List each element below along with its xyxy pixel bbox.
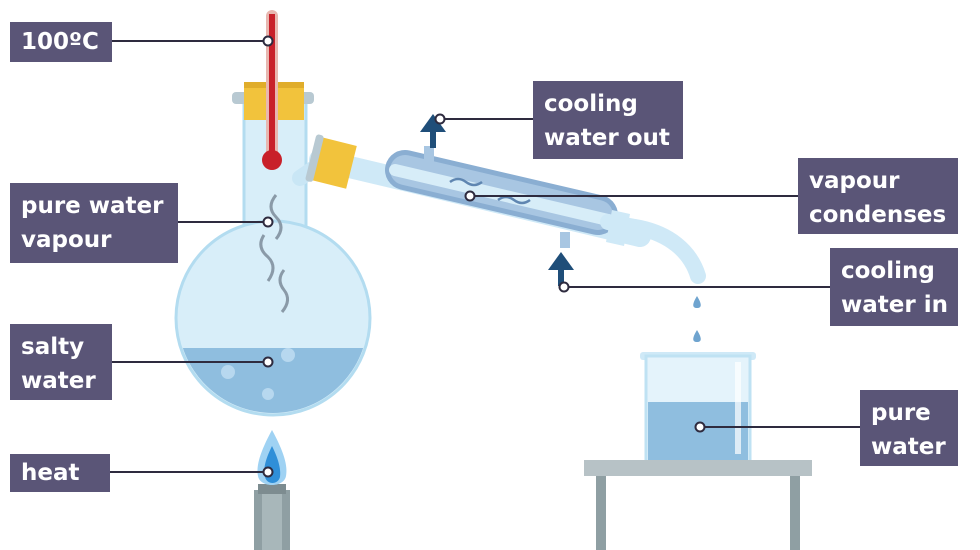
bunsen-burner bbox=[254, 484, 290, 550]
label-cooling-water-in: cooling water in bbox=[830, 248, 958, 326]
label-line: water bbox=[21, 368, 96, 394]
condenser-stopper bbox=[305, 134, 357, 189]
condenser bbox=[309, 146, 706, 284]
label-temperature-text: 100ºC bbox=[21, 29, 99, 55]
beaker bbox=[640, 352, 756, 464]
label-line: pure water bbox=[21, 193, 164, 219]
label-line: vapour bbox=[21, 227, 112, 253]
label-line: water out bbox=[544, 125, 670, 151]
label-salty-water: salty water bbox=[10, 324, 112, 400]
round-bottom-flask bbox=[174, 94, 372, 417]
label-temperature: 100ºC bbox=[10, 22, 112, 62]
label-line: pure bbox=[871, 400, 931, 426]
label-line: vapour bbox=[809, 168, 900, 194]
leader-lines bbox=[110, 35, 860, 478]
label-line: condenses bbox=[809, 202, 947, 228]
table bbox=[584, 460, 812, 550]
label-line: cooling bbox=[544, 91, 638, 117]
label-vapour-condenses: vapour condenses bbox=[798, 158, 958, 234]
label-heat: heat bbox=[10, 454, 110, 492]
arrow-up-icon bbox=[420, 114, 446, 148]
label-line: water bbox=[871, 434, 946, 460]
thermometer-icon bbox=[262, 10, 282, 170]
label-pure-water: pure water bbox=[860, 390, 958, 466]
label-pure-water-vapour: pure water vapour bbox=[10, 183, 178, 263]
label-cooling-water-out: cooling water out bbox=[533, 81, 683, 159]
arrow-up-icon bbox=[548, 252, 574, 286]
label-line: salty bbox=[21, 334, 85, 360]
label-line: cooling bbox=[841, 258, 935, 284]
label-heat-text: heat bbox=[21, 460, 80, 486]
label-line: water in bbox=[841, 292, 948, 318]
